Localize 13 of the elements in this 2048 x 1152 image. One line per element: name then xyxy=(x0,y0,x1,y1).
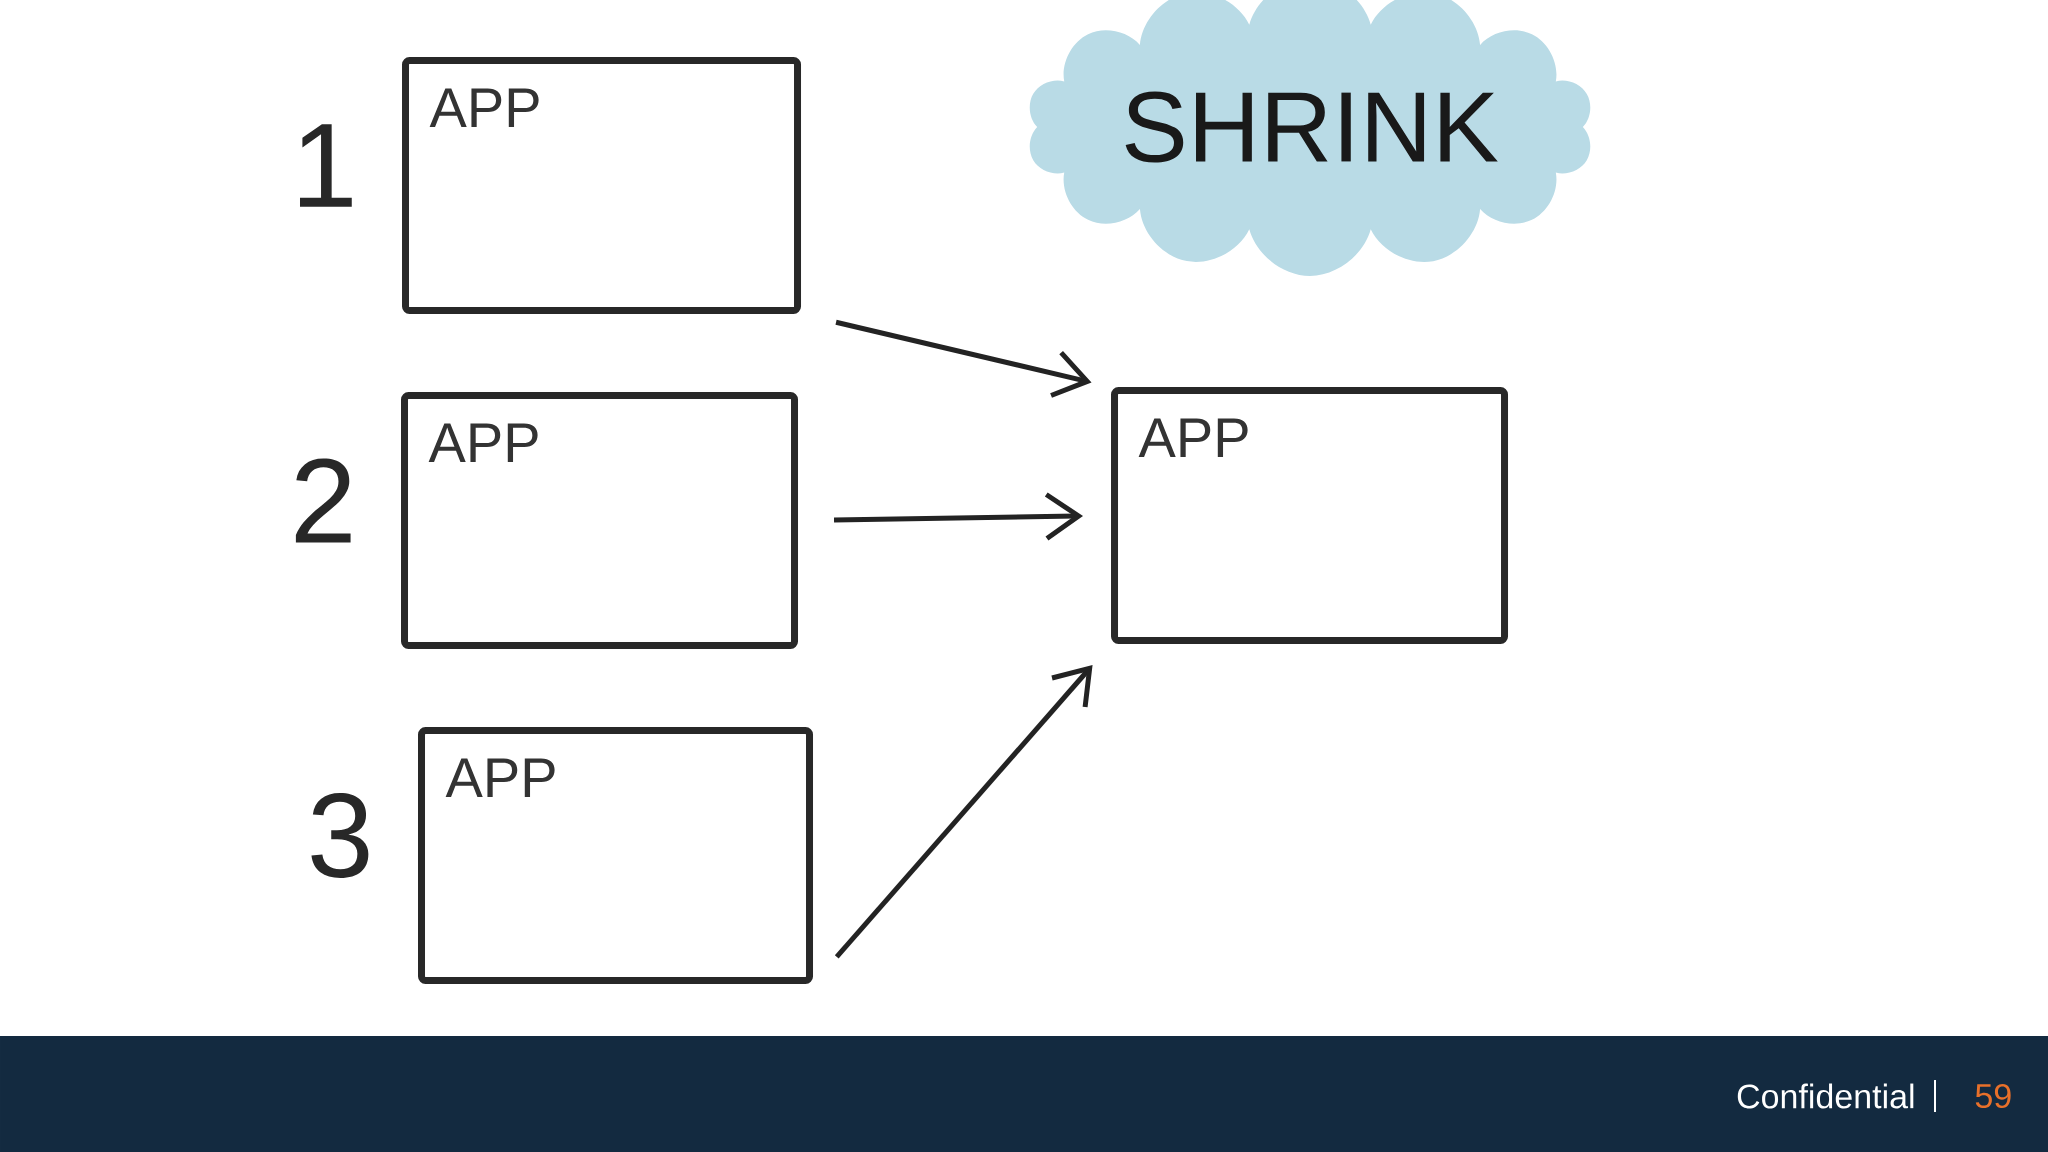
page-number: 59 xyxy=(1975,1083,2011,1109)
arrow xyxy=(835,319,1092,398)
app-box: APP xyxy=(402,57,801,314)
number-label: 3 xyxy=(311,793,369,878)
app-box: APP xyxy=(418,727,813,984)
arrow xyxy=(834,665,1093,959)
app-box: APP xyxy=(1111,387,1508,644)
number-label: 1 xyxy=(300,124,352,207)
footer-text: Confidential xyxy=(1737,1083,1914,1109)
number-label: 2 xyxy=(295,458,351,543)
app-box: APP xyxy=(401,392,798,649)
arrow xyxy=(833,492,1084,541)
cloud-label: SHRINK xyxy=(1029,0,1591,276)
